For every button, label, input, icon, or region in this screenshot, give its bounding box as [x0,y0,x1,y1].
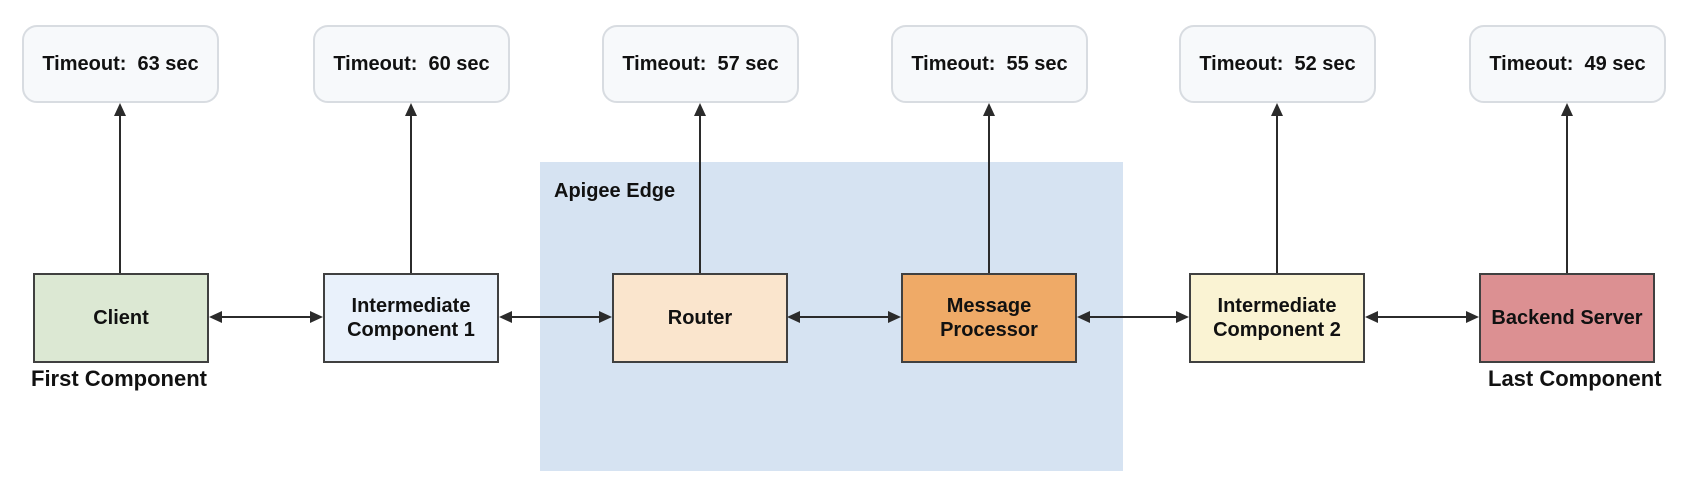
arrow-up-icon [1561,103,1573,116]
timeout-label: Timeout: 57 sec [622,52,779,75]
arrow-up-icon [405,103,417,116]
arrow-up-icon [114,103,126,116]
timeout-label: Timeout: 60 sec [333,52,490,75]
timeout-box-message-processor: Timeout: 55 sec [891,25,1088,103]
link-intermediate-1-router [499,310,612,324]
timeout-box-router: Timeout: 57 sec [602,25,799,103]
component-label: Intermediate Component 2 [1213,295,1341,341]
timeout-label: Timeout: 63 sec [42,52,199,75]
component-label: Backend Server [1491,307,1643,329]
arrow-right-icon [1176,311,1189,323]
timeout-box-intermediate-1: Timeout: 60 sec [313,25,510,103]
arrow-right-icon [888,311,901,323]
link-intermediate-2-backend [1365,310,1479,324]
component-box-backend: Backend Server [1479,273,1655,363]
up-arrow-intermediate-1 [405,103,417,273]
arrow-up-icon [983,103,995,116]
up-arrow-router [694,103,706,273]
component-label: Message Processor [940,295,1038,341]
link-client-intermediate-1 [209,310,323,324]
arrow-up-icon [1271,103,1283,116]
arrow-right-icon [599,311,612,323]
component-label: Client [93,307,149,329]
up-arrow-client [114,103,126,273]
up-arrow-intermediate-2 [1271,103,1283,273]
timeout-label: Timeout: 49 sec [1489,52,1646,75]
arrow-right-icon [310,311,323,323]
component-box-intermediate-2: Intermediate Component 2 [1189,273,1365,363]
timeout-box-backend: Timeout: 49 sec [1469,25,1666,103]
timeout-box-intermediate-2: Timeout: 52 sec [1179,25,1376,103]
component-box-message-processor: Message Processor [901,273,1077,363]
arrow-up-icon [694,103,706,116]
caption-last-component: Last Component [1488,366,1662,391]
apigee-edge-label: Apigee Edge [554,180,676,202]
component-box-intermediate-1: Intermediate Component 1 [323,273,499,363]
link-router-message-processor [787,310,901,324]
timeout-box-client: Timeout: 63 sec [22,25,219,103]
component-label: Intermediate Component 1 [347,295,475,341]
component-box-client: Client [33,273,209,363]
caption-first-component: First Component [31,366,207,391]
timeout-label: Timeout: 52 sec [1199,52,1356,75]
timeout-label: Timeout: 55 sec [911,52,1068,75]
arrow-right-icon [1466,311,1479,323]
up-arrow-backend [1561,103,1573,273]
up-arrow-message-processor [983,103,995,273]
component-label: Router [667,307,733,329]
link-message-processor-intermediate-2 [1077,310,1189,324]
component-box-router: Router [612,273,788,363]
